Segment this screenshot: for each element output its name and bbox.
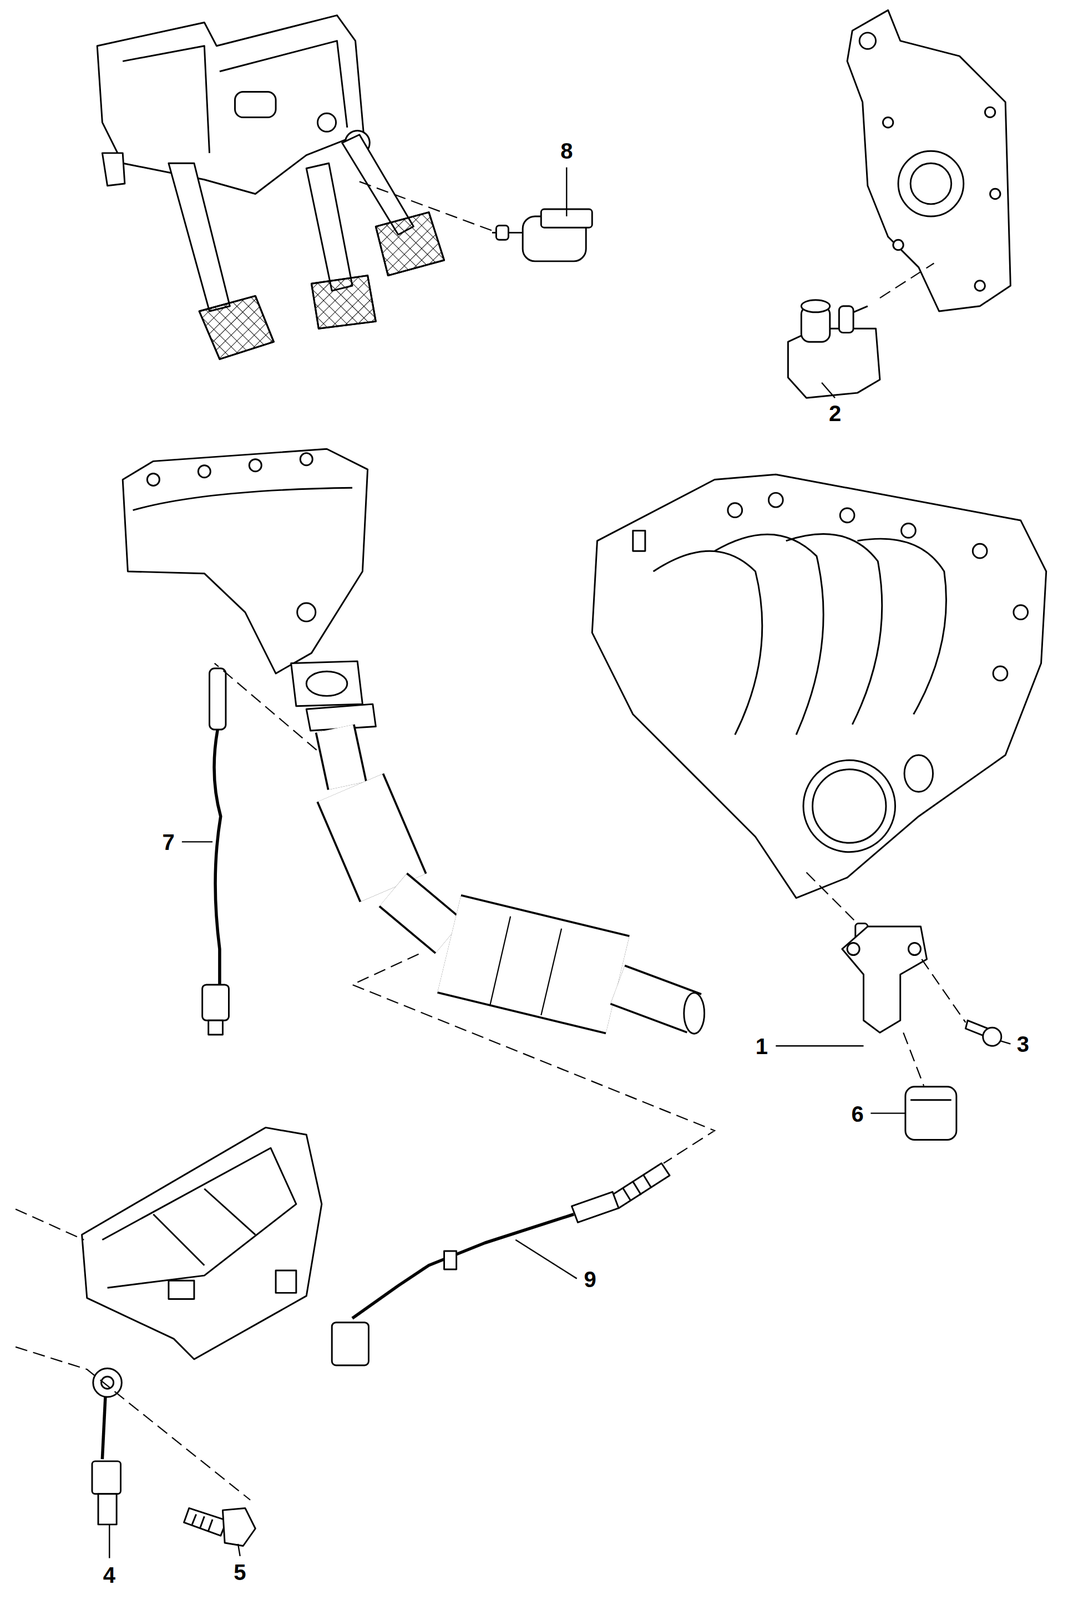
callout-number: 9 [581, 1267, 599, 1292]
callout-number: 8 [558, 138, 575, 164]
pressure-sensor [842, 923, 928, 1034]
engine-cover [847, 9, 1011, 312]
brake-light-switch [492, 209, 592, 262]
leader-lines [109, 167, 1011, 1559]
callout-number: 1 [753, 1034, 771, 1059]
callout-number: 6 [849, 1101, 867, 1127]
screw [965, 1020, 1001, 1046]
callout-number: 4 [100, 1562, 118, 1588]
callout-number: 2 [826, 401, 844, 426]
bolt [184, 1507, 256, 1546]
exhaust-manifold [122, 448, 376, 731]
intake-manifold [591, 474, 1046, 898]
knock-sensor [92, 1368, 122, 1525]
oxygen-sensor [202, 668, 230, 1035]
exhaust-pipe [335, 728, 705, 1034]
callout-number: 7 [160, 829, 177, 855]
assembly-lines [15, 181, 966, 1500]
callout-number: 3 [1014, 1031, 1032, 1057]
connector [905, 1086, 957, 1141]
heat-shield [82, 1127, 322, 1360]
pedal-cluster [97, 15, 444, 360]
temperature-sensor [331, 1163, 670, 1366]
speed-sensor [787, 300, 880, 399]
callout-number: 5 [231, 1560, 248, 1585]
